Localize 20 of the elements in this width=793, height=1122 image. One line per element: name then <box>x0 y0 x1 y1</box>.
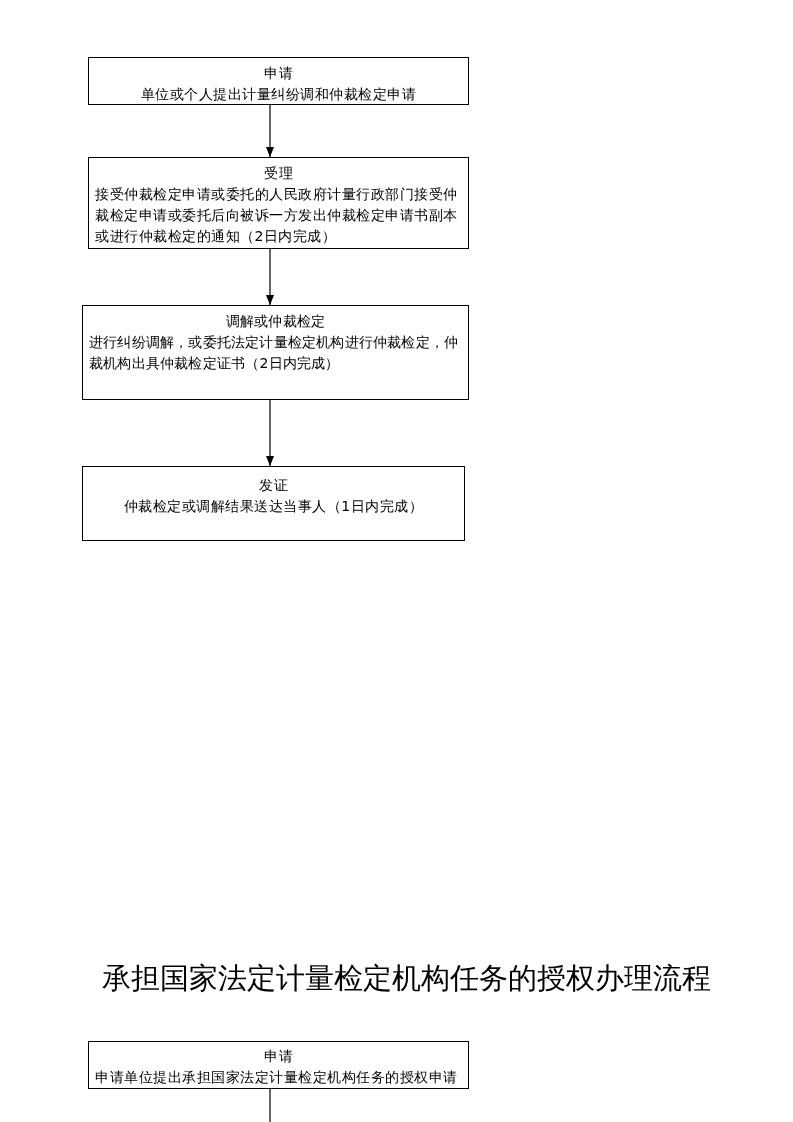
connector-line <box>269 1088 271 1122</box>
process-box <box>88 1041 469 1089</box>
step-description: 接受仲裁检定申请或委托的人民政府计量行政部门接受仲裁检定申请或委托后向被诉一方发出仲裁检定申请书副本或进行仲裁检定的通知（2日内完成） <box>95 185 459 246</box>
arrow <box>266 248 274 306</box>
process-box <box>88 57 469 105</box>
arrow <box>266 104 274 158</box>
arrow <box>266 399 274 467</box>
step-title: 申请 <box>264 1047 293 1066</box>
process-box <box>82 466 465 541</box>
process-box <box>82 305 469 400</box>
step-description: 进行纠纷调解，或委托法定计量检定机构进行仲裁检定，仲裁机构出具仲裁检定证书（2日内完成） <box>89 333 460 373</box>
step-description: 申请单位提出承担国家法定计量检定机构任务的授权申请 <box>95 1068 458 1087</box>
step-title: 申请 <box>264 64 293 83</box>
step-title: 发证 <box>259 476 288 495</box>
step-description: 单位或个人提出计量纠纷调和仲裁检定申请 <box>140 85 417 104</box>
step-title: 受理 <box>264 164 293 183</box>
step-description: 仲裁检定或调解结果送达当事人（1日内完成） <box>123 497 424 516</box>
process-box <box>88 157 469 249</box>
diagram-title: 承担国家法定计量检定机构任务的授权办理流程 <box>101 961 711 995</box>
step-title: 调解或仲裁检定 <box>225 312 326 331</box>
